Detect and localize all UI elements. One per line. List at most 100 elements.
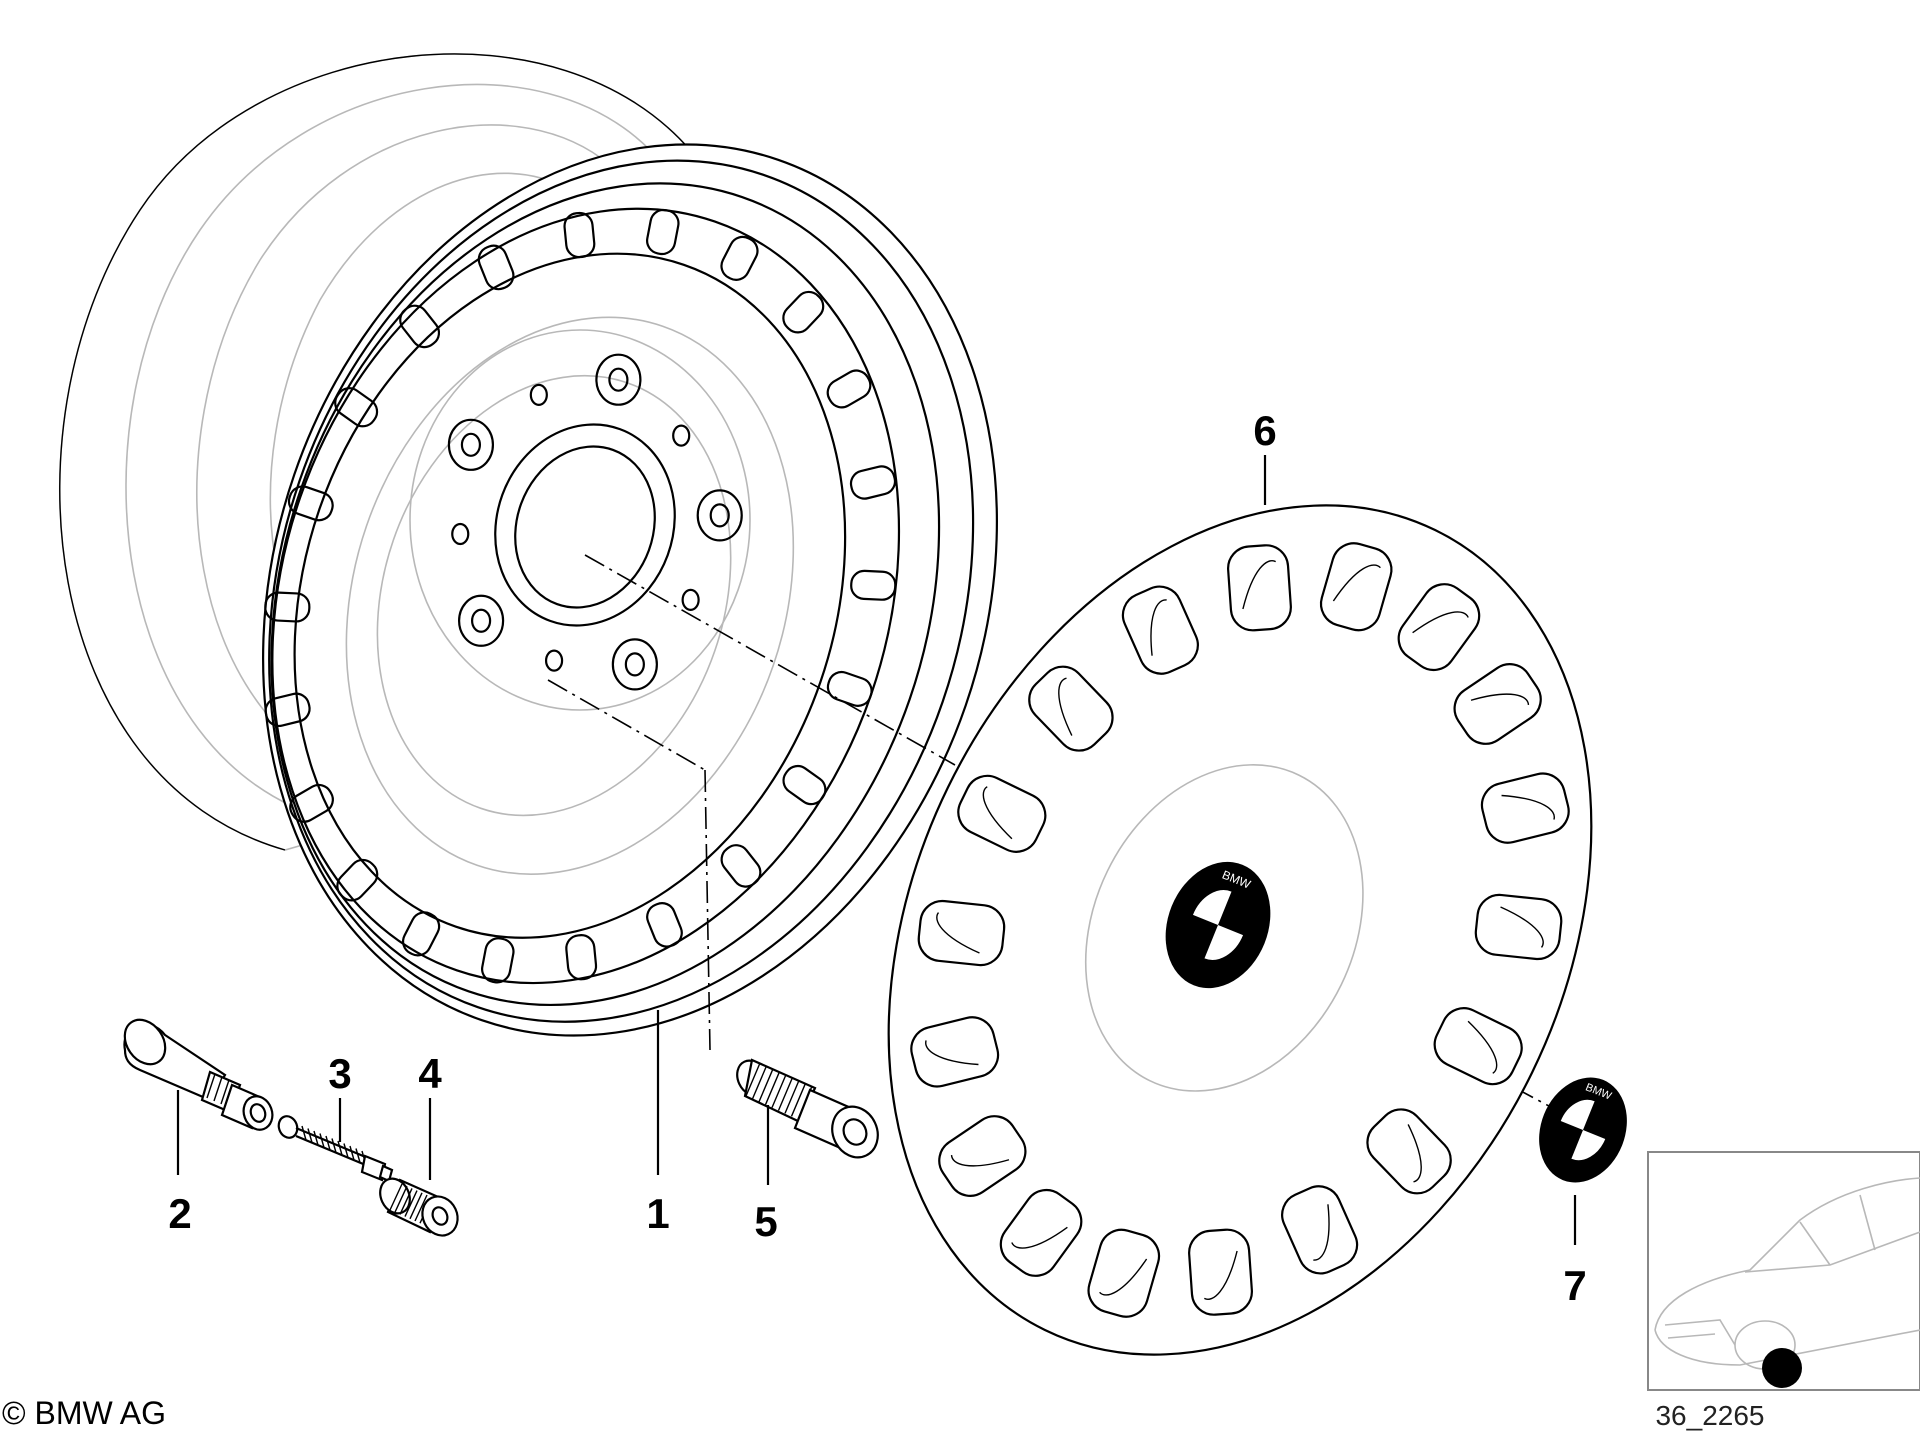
- wheel-vent-hole: [565, 934, 598, 981]
- wheel-vent-hole: [334, 387, 379, 428]
- lug-bolt-bore: [460, 432, 482, 457]
- cover-slot-fin: [1467, 1020, 1498, 1074]
- lug-bolt-bore: [624, 652, 645, 677]
- cover-slot-fin: [1332, 564, 1381, 602]
- cover-slot: [1474, 893, 1563, 961]
- cover-slot: [1480, 772, 1570, 844]
- cover-slot-fin: [982, 786, 1013, 840]
- wheel-vent-hole: [264, 692, 311, 727]
- cover-slot-fin: [1501, 794, 1555, 820]
- lug-bolt-bore: [608, 367, 629, 392]
- spring-coil: [349, 1145, 355, 1161]
- cover-slot: [1188, 1228, 1253, 1316]
- cap-knurl-line: [414, 1194, 428, 1222]
- wheel-vent-hole: [782, 290, 825, 334]
- bolt-thread-line: [771, 1074, 787, 1108]
- wheel-vent-hole: [477, 244, 515, 291]
- cover-slot: [1319, 542, 1393, 632]
- callout-4: 4: [418, 1050, 442, 1097]
- spring-coil: [343, 1143, 349, 1158]
- cap-knurl-line: [389, 1183, 403, 1211]
- pilot-hole: [529, 383, 548, 406]
- wheel-vent-hole: [849, 465, 897, 500]
- bolt-thread-line: [764, 1071, 781, 1105]
- wheel-bolt: [736, 1058, 879, 1159]
- vehicle-locator-inset: 36_2265: [1647, 1151, 1920, 1431]
- bolt-thread-line: [758, 1068, 774, 1103]
- cover-slot: [1397, 583, 1481, 672]
- wheel-vent-hole: [646, 902, 683, 948]
- lug-bolt-bore: [709, 503, 730, 528]
- bolt-thread-line: [745, 1062, 761, 1097]
- cover-slot: [1366, 1108, 1452, 1195]
- cover-slot-fin: [1313, 1204, 1330, 1261]
- tire-valve: [123, 1018, 274, 1131]
- bolt-thread-line: [777, 1077, 794, 1111]
- cover-slot: [957, 774, 1047, 853]
- valve-cap: [379, 1177, 459, 1237]
- cover-slot: [910, 1016, 1000, 1088]
- callout-7: 7: [1563, 1262, 1586, 1309]
- copyright: © BMW AG: [2, 1395, 166, 1431]
- cover-slot: [1281, 1185, 1359, 1275]
- wheel-vent-hole: [336, 858, 379, 902]
- cover-slot: [1121, 585, 1199, 675]
- wheel-hub: [409, 329, 751, 711]
- cover-slot: [1087, 1228, 1161, 1318]
- cover-slot: [1227, 544, 1292, 632]
- bolt-thread-line: [790, 1083, 807, 1117]
- spring-coil: [301, 1125, 307, 1141]
- bolt-thread-line: [784, 1080, 800, 1114]
- cap-knurl-line: [394, 1185, 408, 1213]
- lug-bolt-hole: [595, 353, 642, 406]
- lug-bolt-hole: [696, 489, 743, 542]
- cap-knurl-line: [404, 1190, 418, 1217]
- cap-knurl-line: [399, 1188, 413, 1215]
- callout-3: 3: [328, 1050, 351, 1097]
- cover-slot: [1433, 1007, 1523, 1086]
- pilot-hole: [681, 588, 700, 611]
- wheel-vent-hole: [720, 235, 759, 281]
- lug-bolt-hole: [611, 638, 658, 691]
- pilot-hole: [451, 522, 470, 546]
- lug-bolt-hole: [457, 594, 505, 647]
- cover-slot: [999, 1188, 1083, 1277]
- cover-slot-fin: [950, 1154, 1010, 1167]
- spring-coil: [331, 1138, 337, 1153]
- cover-slot: [917, 899, 1006, 967]
- cover-slot-fin: [1203, 1250, 1238, 1300]
- wheel-vent-hole: [399, 304, 441, 349]
- cover-slot-fin: [1470, 693, 1530, 706]
- valve-core: [277, 1115, 394, 1183]
- cover-slot: [1028, 665, 1114, 752]
- spring-coil: [337, 1140, 343, 1156]
- wheel-vent-hole: [481, 937, 515, 984]
- wheel-vent-hole: [264, 591, 311, 623]
- wheel-vent-hole: [850, 569, 897, 601]
- callout-5: 5: [754, 1198, 777, 1245]
- cover-slot-fin: [1058, 677, 1073, 736]
- cover-slot-fin: [1099, 1258, 1148, 1296]
- wheel-vent-hole: [289, 783, 334, 823]
- cover-slot-fin: [1412, 611, 1469, 634]
- cover-slot-fin: [925, 1040, 979, 1066]
- spring-coil: [313, 1130, 319, 1146]
- lug-bolt-bore: [470, 608, 492, 633]
- cover-slot-fin: [1500, 906, 1544, 948]
- locator-dot: [1762, 1348, 1802, 1388]
- wheel-vent-hole: [563, 211, 596, 259]
- callout-1: 1: [646, 1190, 669, 1237]
- pilot-hole: [544, 649, 564, 672]
- wheel-vent-hole: [401, 911, 441, 957]
- diagram-id: 36_2265: [1655, 1400, 1764, 1431]
- cover-slot-fin: [1011, 1226, 1068, 1249]
- callout-6: 6: [1253, 407, 1276, 454]
- wheel-vent-hole: [287, 485, 334, 522]
- pilot-hole: [672, 424, 691, 447]
- cover-emblem: BMW: [1165, 861, 1271, 989]
- cover-slot-fin: [936, 912, 980, 954]
- lug-bolt-hole: [447, 418, 495, 471]
- spring-coil: [325, 1135, 331, 1151]
- spring-coil: [319, 1133, 325, 1148]
